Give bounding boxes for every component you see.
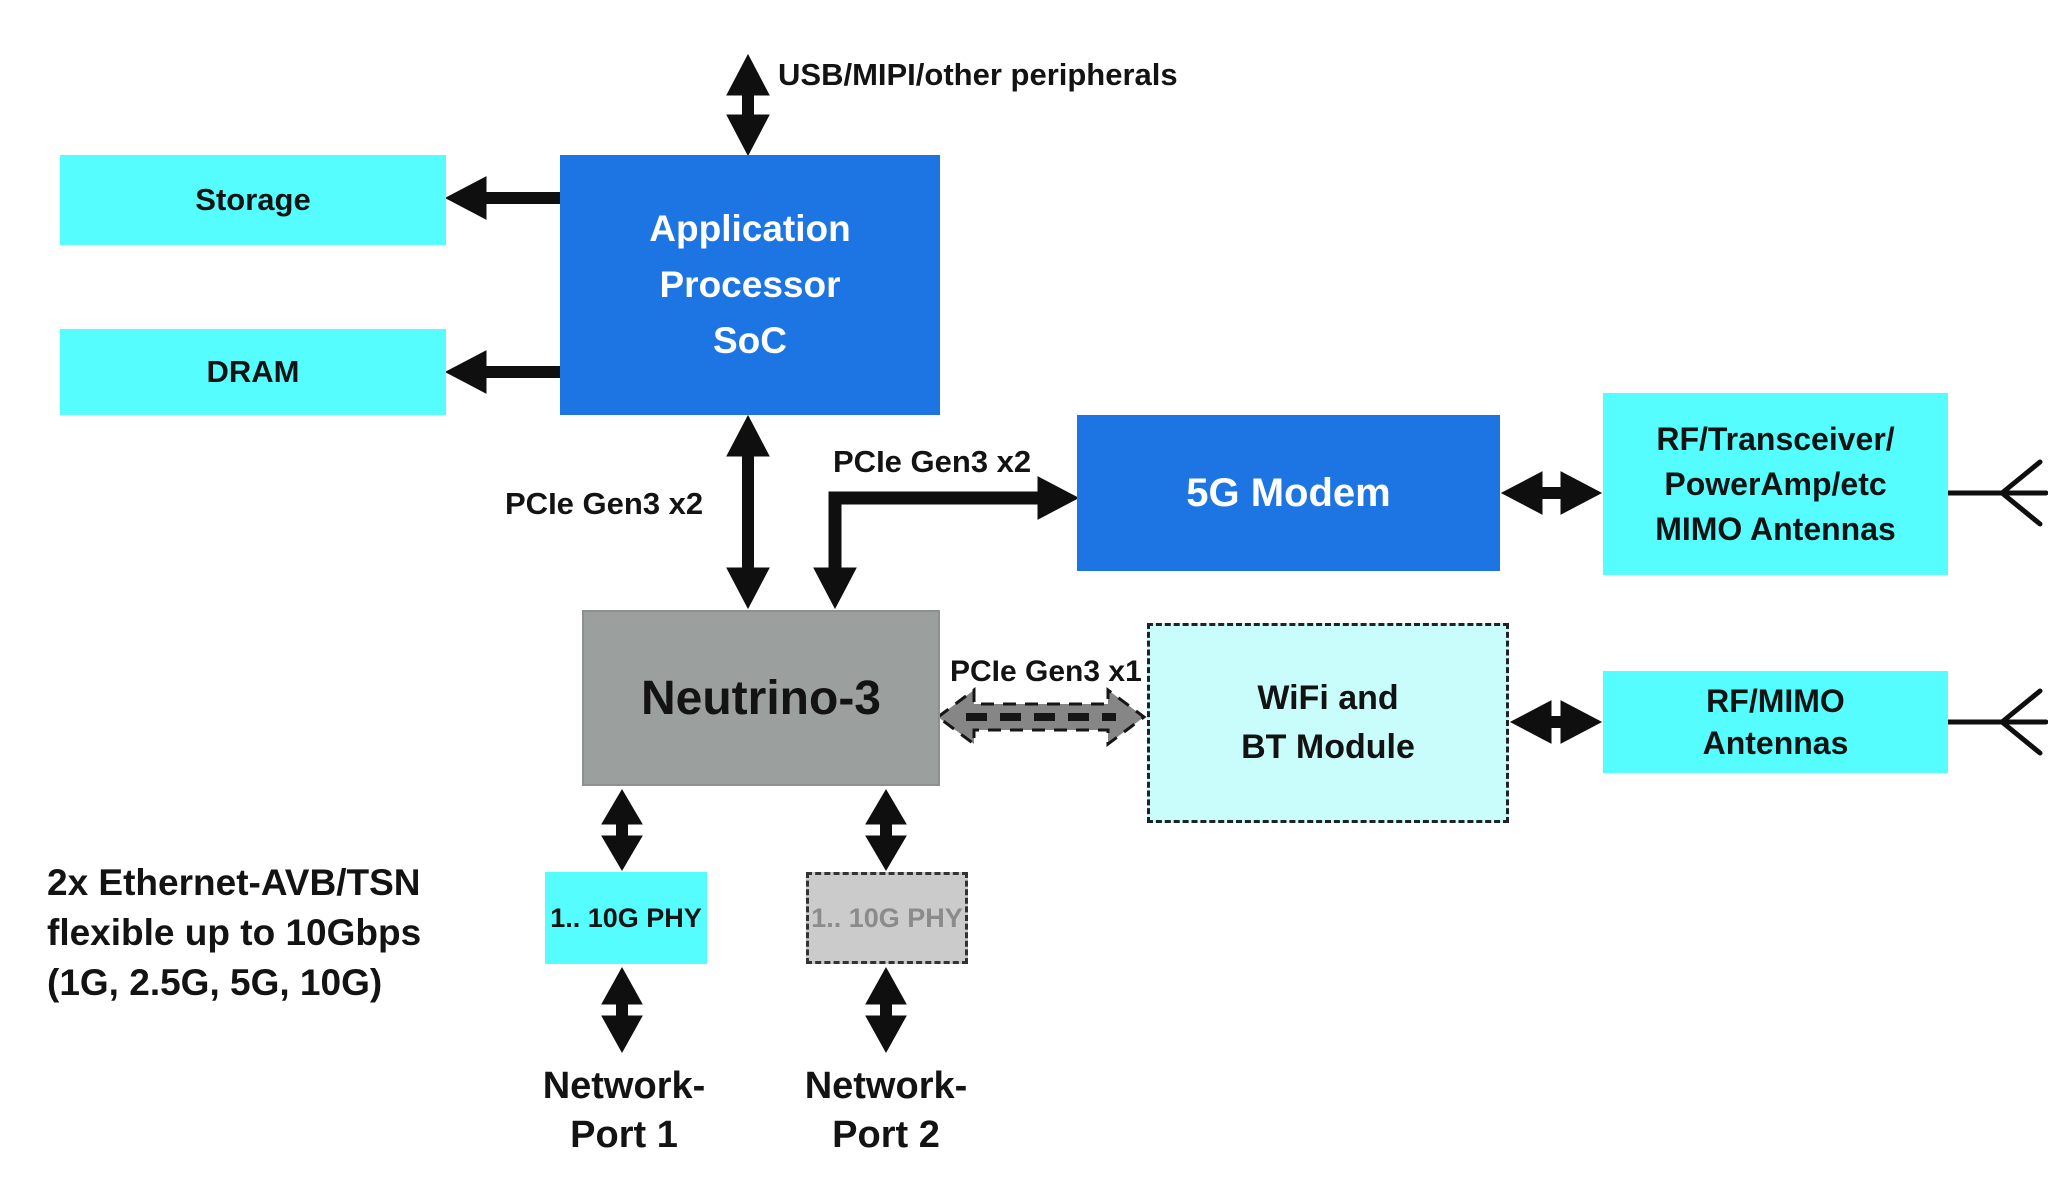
port-label-line: Port 2 bbox=[832, 1114, 940, 1156]
node-storage: Storage bbox=[60, 155, 446, 245]
wifi-rfmimo-arrow bbox=[1509, 700, 1603, 744]
node-5g-modem: 5G Modem bbox=[1077, 415, 1500, 571]
network-port-2-label: Network- Port 2 bbox=[776, 1062, 996, 1160]
node-neutrino-3: Neutrino-3 bbox=[582, 610, 940, 786]
node-label-line: BT Module bbox=[1241, 728, 1415, 766]
usb-arrow bbox=[726, 53, 770, 157]
node-phy-2: 1.. 10G PHY bbox=[806, 872, 968, 964]
node-label: 5G Modem bbox=[1186, 470, 1391, 515]
node-rf-mimo-antennas: RF/MIMO Antennas bbox=[1603, 671, 1948, 773]
port-label-line: Network- bbox=[542, 1065, 706, 1107]
node-label-line: RF/MIMO bbox=[1706, 683, 1845, 719]
port-label-line: Port 1 bbox=[570, 1114, 678, 1156]
modem-rf-arrow bbox=[1500, 471, 1603, 515]
phy2-port2-arrow bbox=[865, 966, 907, 1054]
node-label-line: WiFi and bbox=[1257, 679, 1399, 717]
pcie-gen3-x2-label: PCIe Gen3 x2 bbox=[505, 486, 704, 521]
node-label: 1.. 10G PHY bbox=[811, 902, 963, 933]
ethernet-note-line: flexible up to 10Gbps bbox=[47, 912, 422, 953]
neutrino-phy2-arrow bbox=[865, 789, 907, 871]
node-label: Neutrino-3 bbox=[641, 671, 881, 725]
node-phy-1: 1.. 10G PHY bbox=[545, 872, 707, 964]
neutrino-phy1-arrow bbox=[601, 789, 643, 871]
node-label: DRAM bbox=[206, 354, 300, 389]
node-application-processor-soc: Application Processor SoC bbox=[560, 155, 940, 415]
node-rf-transceiver: RF/Transceiver/ PowerAmp/etc MIMO Antenn… bbox=[1603, 393, 1948, 575]
pcie-gen3-x1-label: PCIe Gen3 x1 bbox=[950, 655, 1142, 688]
node-label-line: MIMO Antennas bbox=[1655, 510, 1896, 547]
port-label-line: Network- bbox=[804, 1065, 968, 1107]
soc-neutrino-arrow bbox=[726, 414, 770, 610]
node-label-line: RF/Transceiver/ bbox=[1656, 420, 1895, 457]
soc-dram-arrow bbox=[444, 350, 562, 394]
neutrino-wifi-dashed-arrow bbox=[935, 687, 1147, 747]
phy1-port1-arrow bbox=[601, 966, 643, 1054]
soc-storage-arrow bbox=[444, 176, 562, 220]
network-port-1-label: Network- Port 1 bbox=[514, 1062, 734, 1160]
node-dram: DRAM bbox=[60, 329, 446, 415]
node-label-line: Processor bbox=[659, 264, 841, 305]
neutrino-modem-elbow-arrow bbox=[813, 476, 1080, 610]
pcie-gen3-x2-label: PCIe Gen3 x2 bbox=[833, 444, 1032, 479]
ethernet-note-line: (1G, 2.5G, 5G, 10G) bbox=[47, 962, 383, 1003]
node-label-line: Antennas bbox=[1702, 725, 1849, 761]
antenna-icon bbox=[1943, 688, 2048, 756]
node-label-line: Application bbox=[649, 208, 851, 249]
ethernet-note: 2x Ethernet-AVB/TSN flexible up to 10Gbp… bbox=[47, 858, 421, 1008]
node-label: Storage bbox=[195, 182, 311, 217]
node-label: 1.. 10G PHY bbox=[550, 902, 702, 933]
node-wifi-bt-module: WiFi and BT Module bbox=[1147, 623, 1509, 823]
node-label-line: SoC bbox=[713, 320, 787, 361]
ethernet-note-line: 2x Ethernet-AVB/TSN bbox=[47, 862, 421, 903]
antenna-icon bbox=[1943, 459, 2048, 527]
usb-peripherals-label: USB/MIPI/other peripherals bbox=[778, 57, 1178, 92]
node-label-line: PowerAmp/etc bbox=[1664, 465, 1887, 502]
